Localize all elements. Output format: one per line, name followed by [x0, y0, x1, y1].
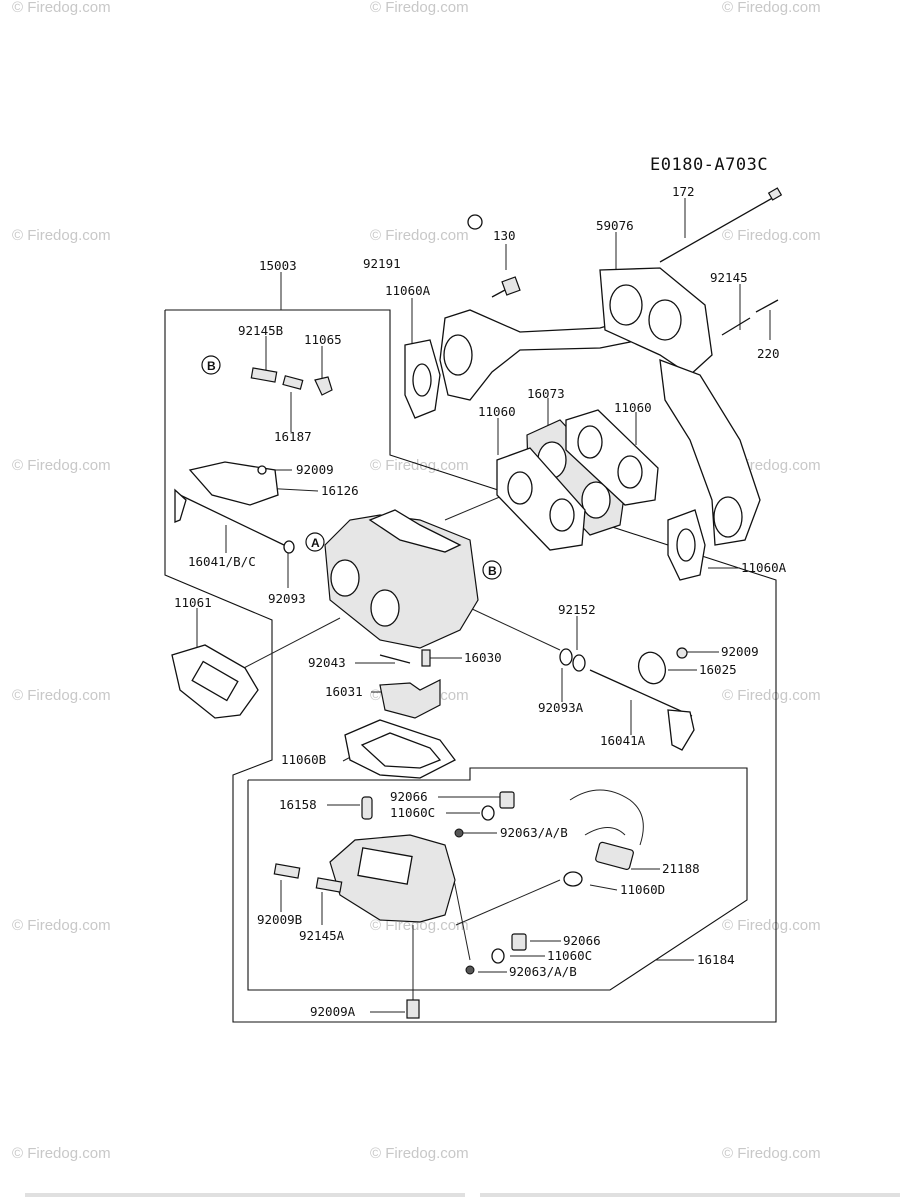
watermark: © Firedog.com [370, 1145, 469, 1162]
part-label: 92191 [363, 256, 401, 271]
watermark: © Firedog.com [12, 1145, 111, 1162]
part-label: 92145A [299, 928, 345, 943]
part-label: 92009A [310, 1004, 356, 1019]
part-label: 11060C [390, 805, 435, 820]
part-label: 92063/A/B [500, 825, 568, 840]
part-label: 92009B [257, 912, 302, 927]
part-label: 16030 [464, 650, 502, 665]
watermark: © Firedog.com [370, 0, 469, 16]
part-label: 11060B [281, 752, 326, 767]
part-label: 16031 [325, 684, 363, 699]
part-label: 92066 [390, 789, 428, 804]
watermark: © Firedog.com [12, 0, 111, 16]
part-label: 16158 [279, 797, 317, 812]
callout-b-label: B [207, 359, 216, 373]
part-label: 16184 [697, 952, 735, 967]
watermark: © Firedog.com [722, 917, 821, 934]
callout-a: A [305, 532, 325, 552]
part-label: 92093 [268, 591, 306, 606]
part-label: 220 [757, 346, 780, 361]
part-label: 92043 [308, 655, 346, 670]
watermark: © Firedog.com [722, 1145, 821, 1162]
watermark: © Firedog.com [722, 227, 821, 244]
part-label: 11065 [304, 332, 342, 347]
part-label: 16126 [321, 483, 359, 498]
diagram-code: E0180-A703C [650, 155, 768, 175]
part-label: 92063/A/B [509, 964, 577, 979]
watermark: © Firedog.com [12, 917, 111, 934]
part-label: 130 [493, 228, 516, 243]
watermark: © Firedog.com [12, 687, 111, 704]
part-label: 16025 [699, 662, 737, 677]
part-label: 59076 [596, 218, 634, 233]
part-label: 11060 [614, 400, 652, 415]
part-label: 11061 [174, 595, 212, 610]
part-label: 11060D [620, 882, 665, 897]
part-label: 172 [672, 184, 695, 199]
part-label: 11060C [547, 948, 592, 963]
part-label: 92093A [538, 700, 584, 715]
watermark: © Firedog.com [370, 457, 469, 474]
watermark: © Firedog.com [722, 0, 821, 16]
part-label: 16041/B/C [188, 554, 256, 569]
part-label: 92152 [558, 602, 596, 617]
part-label: 11060A [741, 560, 787, 575]
part-label: 11060A [385, 283, 431, 298]
part-label: 11060 [478, 404, 516, 419]
callout-b-label: B [488, 564, 497, 578]
part-label: 16041A [600, 733, 646, 748]
part-labels: 172 59076 130 92191 15003 11060A 92145 2… [174, 184, 787, 1019]
part-label: 92145B [238, 323, 283, 338]
footer-strip [25, 1193, 900, 1197]
part-label: 92066 [563, 933, 601, 948]
callout-a-label: A [311, 536, 320, 550]
callout-b-top: B [201, 355, 221, 375]
assembly-outlines [164, 309, 777, 1023]
part-label: 16187 [274, 429, 312, 444]
part-label: 15003 [259, 258, 297, 273]
watermark: © Firedog.com [370, 227, 469, 244]
part-label: 21188 [662, 861, 700, 876]
part-drawings [171, 187, 783, 1019]
part-label: 16073 [527, 386, 565, 401]
watermark: © Firedog.com [12, 457, 111, 474]
watermark: © Firedog.com [722, 687, 821, 704]
part-label: 92145 [710, 270, 748, 285]
part-label: 92009 [721, 644, 759, 659]
callout-b-body: B [482, 560, 502, 580]
watermark: © Firedog.com [12, 227, 111, 244]
part-label: 92009 [296, 462, 334, 477]
